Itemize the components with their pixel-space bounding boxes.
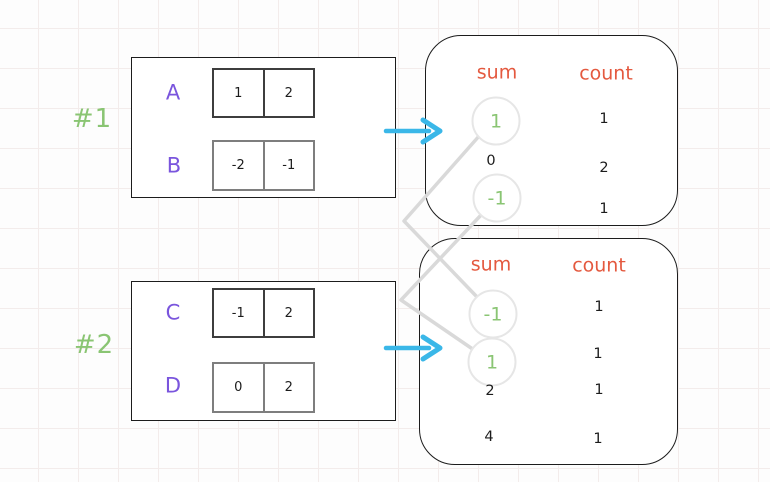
array-b-value-1: -1 <box>282 158 296 173</box>
array-a-cells: 1 2 <box>212 68 315 118</box>
table-2-row-1-sum: -1 <box>483 303 503 325</box>
table-1-sum-header: sum <box>476 61 518 84</box>
array-a-value-0: 1 <box>234 85 243 101</box>
example-1-label: #1 <box>71 104 113 134</box>
table-2-row-4-sum: 4 <box>484 428 494 445</box>
example-2-label: #2 <box>73 330 115 360</box>
table-2-count-header: count <box>572 254 626 277</box>
table-1-row-2-count: 2 <box>599 159 609 176</box>
array-d-cell-1: 2 <box>262 364 314 411</box>
highlight-circle-sum-minus1: -1 <box>472 173 522 223</box>
table-1-row-1-count: 1 <box>599 110 609 127</box>
array-c-label: C <box>165 300 181 325</box>
array-d-value-0: 0 <box>234 380 243 395</box>
table-1-count-header: count <box>579 62 633 85</box>
table-1-row-2-sum: 0 <box>486 152 496 169</box>
array-b-cell-1: -1 <box>262 142 314 189</box>
highlight-circle-sum-minus1-b: -1 <box>468 289 518 339</box>
array-c-cells: -1 2 <box>212 288 315 338</box>
table-2-row-4-count: 1 <box>593 430 603 447</box>
table-2-row-3-count: 1 <box>594 381 604 398</box>
highlight-circle-sum-1-b: 1 <box>467 337 517 387</box>
table-2-sum-header: sum <box>470 253 512 276</box>
array-d-cells: 0 2 <box>212 362 315 413</box>
table-2-row-2-count: 1 <box>593 345 603 362</box>
array-c-cell-0: -1 <box>214 290 263 336</box>
table-2-row-1-count: 1 <box>594 298 604 315</box>
array-b-value-0: -2 <box>231 158 245 173</box>
array-a-cell-0: 1 <box>214 70 263 116</box>
example-2-result-table <box>419 238 678 465</box>
table-2-row-2-sum: 1 <box>485 351 499 373</box>
array-a-cell-1: 2 <box>262 70 314 116</box>
array-d-value-1: 2 <box>284 380 293 395</box>
array-b-cell-0: -2 <box>214 142 263 189</box>
array-b-label: B <box>166 153 182 178</box>
array-d-label: D <box>164 373 182 398</box>
array-d-cell-0: 0 <box>214 364 263 411</box>
array-a-label: A <box>165 80 181 105</box>
array-b-cells: -2 -1 <box>212 140 315 191</box>
array-c-cell-1: 2 <box>262 290 314 336</box>
table-1-row-3-sum: -1 <box>487 187 507 209</box>
array-a-value-1: 2 <box>284 85 293 101</box>
array-c-value-1: 2 <box>284 305 293 321</box>
table-1-row-1-sum: 1 <box>489 110 503 132</box>
array-c-value-0: -1 <box>231 305 245 321</box>
example-1-result-table <box>425 35 678 226</box>
table-1-row-3-count: 1 <box>599 200 609 217</box>
highlight-circle-sum-1: 1 <box>471 96 521 146</box>
table-2-row-3-sum: 2 <box>485 382 495 399</box>
